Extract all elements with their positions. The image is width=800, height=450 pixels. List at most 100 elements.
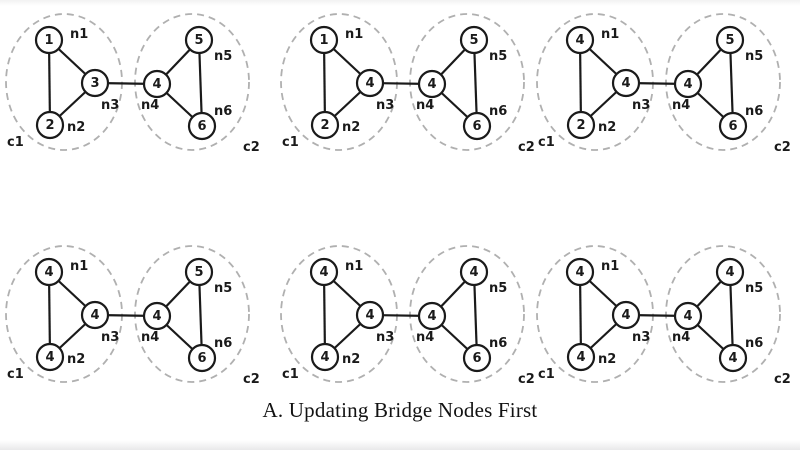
- graph-node-n1: [565, 25, 595, 55]
- node-value-n2: 2: [320, 118, 329, 133]
- node-label-n3: n3: [376, 98, 394, 113]
- node-value-n1: 4: [44, 265, 53, 280]
- cluster-label-c2: c2: [518, 140, 535, 155]
- node-label-n1: n1: [601, 259, 619, 274]
- node-value-n6: 4: [728, 351, 737, 366]
- node-label-n5: n5: [214, 281, 232, 296]
- graph-edge: [47, 271, 52, 358]
- node-label-n1: n1: [70, 27, 88, 42]
- graph-node-n6: [187, 343, 217, 373]
- cluster-ellipse-c2: [665, 245, 781, 383]
- cluster-ellipse-c1: [5, 13, 123, 151]
- node-value-n5: 5: [725, 33, 734, 48]
- node-label-n6: n6: [214, 104, 232, 119]
- node-value-n4: 4: [427, 309, 436, 324]
- graph-node-n6: [718, 111, 748, 141]
- cluster-ellipse-c2: [134, 245, 250, 383]
- node-label-n2: n2: [342, 120, 360, 135]
- graph-node-n5: [459, 25, 489, 55]
- graph-edge: [728, 271, 735, 359]
- node-label-n4: n4: [672, 330, 690, 345]
- graph-node-n1: [565, 257, 595, 287]
- graph-node-n3: [355, 68, 385, 98]
- node-label-n4: n4: [416, 330, 434, 345]
- graph-node-n4: [142, 301, 172, 331]
- node-value-n2: 4: [320, 350, 329, 365]
- node-value-n1: 1: [319, 33, 328, 48]
- graph-edge: [322, 271, 327, 358]
- node-value-n3: 4: [365, 76, 374, 91]
- cluster-label-c1: c1: [282, 367, 299, 382]
- node-label-n3: n3: [101, 330, 119, 345]
- graph-edge: [578, 271, 583, 358]
- graph-node-n5: [184, 257, 214, 287]
- node-value-n3: 4: [90, 308, 99, 323]
- graph-node-n4: [673, 69, 703, 99]
- cluster-label-c2: c2: [774, 372, 791, 387]
- graph-node-n3: [80, 300, 110, 330]
- cluster-ellipse-c1: [280, 245, 398, 383]
- node-label-n1: n1: [601, 27, 619, 42]
- graph-edge: [728, 39, 735, 127]
- node-label-n5: n5: [489, 281, 507, 296]
- node-value-n3: 3: [90, 76, 99, 91]
- node-value-n2: 2: [45, 118, 54, 133]
- graph-node-n3: [355, 300, 385, 330]
- node-label-n5: n5: [214, 49, 232, 64]
- graph-edge: [472, 39, 479, 127]
- node-label-n1: n1: [345, 259, 363, 274]
- node-label-n3: n3: [376, 330, 394, 345]
- graph-node-n3: [80, 68, 110, 98]
- node-label-n6: n6: [489, 336, 507, 351]
- graph-edge: [197, 39, 204, 127]
- node-value-n1: 4: [575, 265, 584, 280]
- node-value-n2: 4: [45, 350, 54, 365]
- graph-edge: [47, 39, 52, 126]
- bottom-edge-shading: [0, 440, 800, 450]
- cluster-ellipse-c2: [134, 13, 250, 151]
- graph-edge: [578, 39, 583, 126]
- graph-node-n5: [715, 25, 745, 55]
- node-label-n5: n5: [745, 49, 763, 64]
- node-value-n4: 4: [427, 77, 436, 92]
- node-label-n6: n6: [489, 104, 507, 119]
- node-value-n1: 4: [575, 33, 584, 48]
- node-label-n5: n5: [489, 49, 507, 64]
- graph-node-n4: [142, 69, 172, 99]
- graph-node-n2: [566, 110, 596, 140]
- node-value-n3: 4: [621, 308, 630, 323]
- graph-node-n3: [611, 300, 641, 330]
- node-value-n4: 4: [683, 309, 692, 324]
- cluster-label-c2: c2: [243, 372, 260, 387]
- node-value-n2: 2: [576, 118, 585, 133]
- graph-node-n4: [417, 301, 447, 331]
- node-value-n5: 5: [194, 33, 203, 48]
- cluster-ellipse-c2: [665, 13, 781, 151]
- node-value-n1: 4: [319, 265, 328, 280]
- node-label-n6: n6: [745, 336, 763, 351]
- node-label-n2: n2: [67, 352, 85, 367]
- node-label-n4: n4: [416, 98, 434, 113]
- graph-node-n2: [310, 342, 340, 372]
- graph-node-n6: [462, 343, 492, 373]
- graph-node-n6: [187, 111, 217, 141]
- node-value-n2: 4: [576, 350, 585, 365]
- cluster-label-c2: c2: [774, 140, 791, 155]
- node-value-n5: 4: [469, 265, 478, 280]
- graph-node-n5: [459, 257, 489, 287]
- node-label-n3: n3: [632, 98, 650, 113]
- node-value-n6: 6: [472, 351, 481, 366]
- node-label-n2: n2: [67, 120, 85, 135]
- graph-node-n2: [35, 342, 65, 372]
- node-label-n1: n1: [345, 27, 363, 42]
- cluster-label-c1: c1: [7, 135, 24, 150]
- graph-edge: [197, 271, 204, 359]
- node-label-n2: n2: [598, 120, 616, 135]
- graph-node-n2: [310, 110, 340, 140]
- graph-node-n5: [184, 25, 214, 55]
